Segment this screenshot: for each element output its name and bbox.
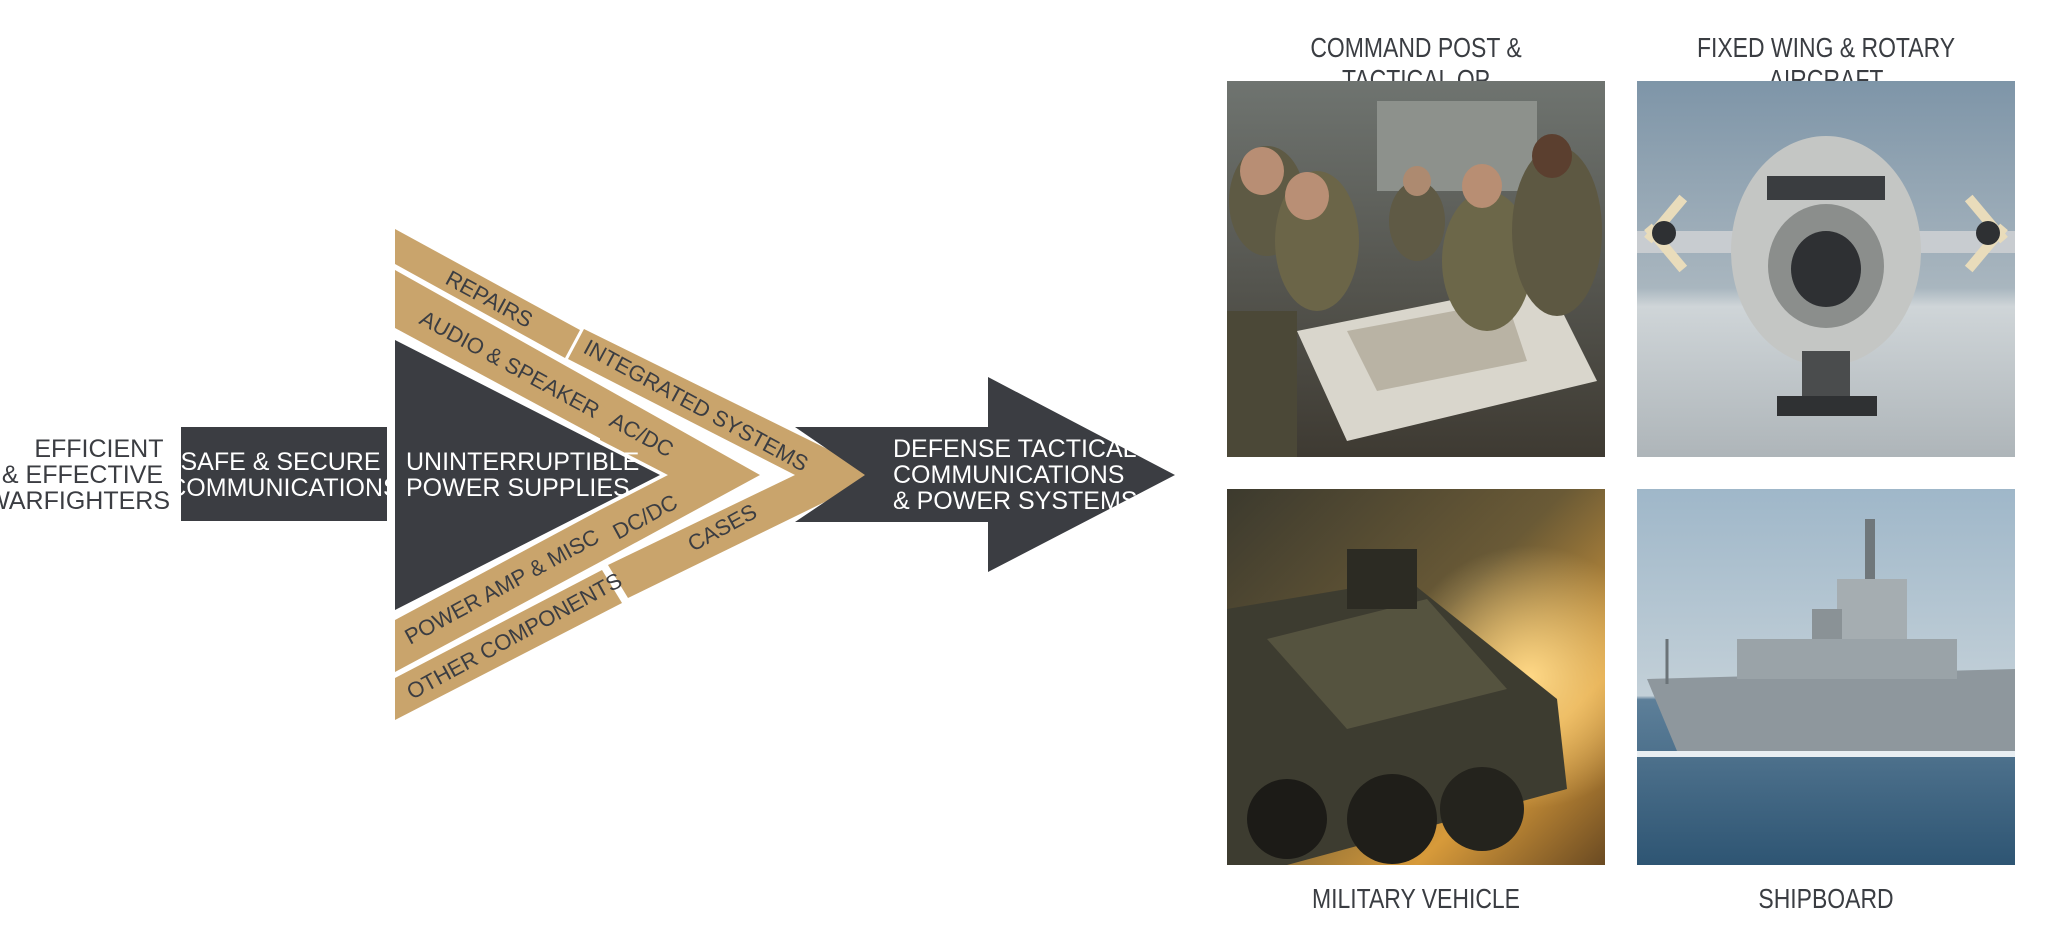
ups-label: UNINTERRUPTIBLE POWER SUPPLIES [406, 448, 646, 502]
ups-triangle [395, 340, 660, 610]
band-dcdc [600, 475, 760, 562]
photo-title-shipboard: SHIPBOARD [1758, 883, 1894, 914]
band-power-amp [395, 510, 600, 672]
defense-arrow-label: DEFENSE TACTICAL COMMUNICATIONS & POWER … [893, 435, 1143, 515]
concept-diagram: EFFICIENT & EFFECTIVE WARFIGHTERS SAFE &… [0, 229, 1175, 720]
defense-arrow [795, 377, 1175, 572]
left-label: EFFICIENT & EFFECTIVE WARFIGHTERS [0, 435, 170, 515]
photo-military-vehicle [1227, 489, 1605, 865]
band-audio [395, 270, 760, 475]
safe-secure-box [181, 427, 387, 521]
band-other [395, 570, 622, 720]
band-cases [608, 475, 880, 598]
photo-title-aircraft: FIXED WING & ROTARY AIRCRAFT [1696, 32, 1956, 95]
band-integrated [568, 329, 880, 475]
safe-secure-label: SAFE & SECURE COMMUNICATIONS [168, 448, 399, 502]
photo-aircraft [1637, 81, 2015, 457]
band-repairs [395, 229, 580, 358]
photo-command-post [1227, 81, 1605, 457]
band-acdc [600, 403, 668, 475]
photo-title-military-vehicle: MILITARY VEHICLE [1312, 883, 1520, 914]
photo-shipboard [1637, 489, 2015, 865]
